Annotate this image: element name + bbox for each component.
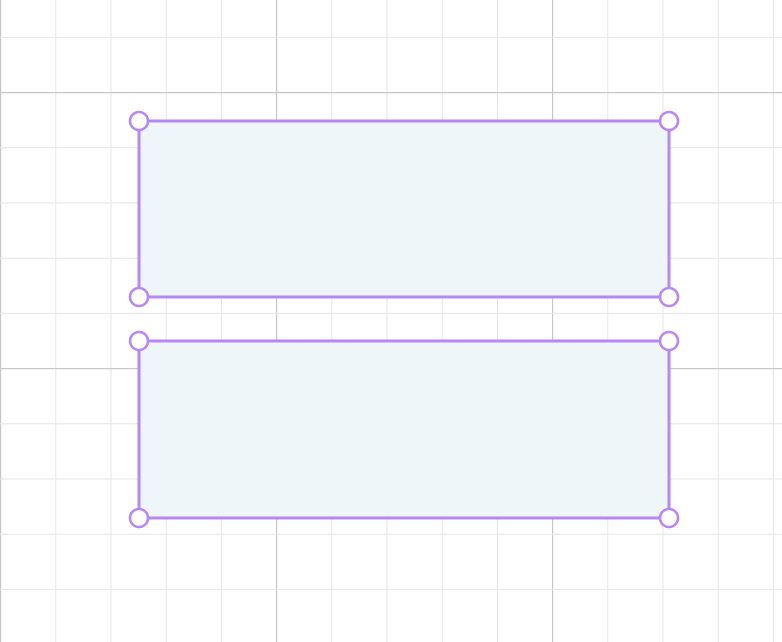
vertex-handle-top-right[interactable] (658, 110, 680, 132)
vertex-handle-bottom-left[interactable] (128, 286, 150, 308)
vertex-handle-top-right[interactable] (658, 330, 680, 352)
rectangle-1[interactable] (128, 110, 680, 308)
vertex-handle-bottom-left[interactable] (128, 507, 150, 529)
rectangle-2-body[interactable] (137, 339, 671, 520)
rectangle-1-body[interactable] (137, 119, 671, 299)
vertex-handle-bottom-right[interactable] (658, 507, 680, 529)
vertex-handle-bottom-right[interactable] (658, 286, 680, 308)
vertex-handle-top-left[interactable] (128, 330, 150, 352)
rectangle-2[interactable] (128, 330, 680, 529)
vertex-handle-top-left[interactable] (128, 110, 150, 132)
